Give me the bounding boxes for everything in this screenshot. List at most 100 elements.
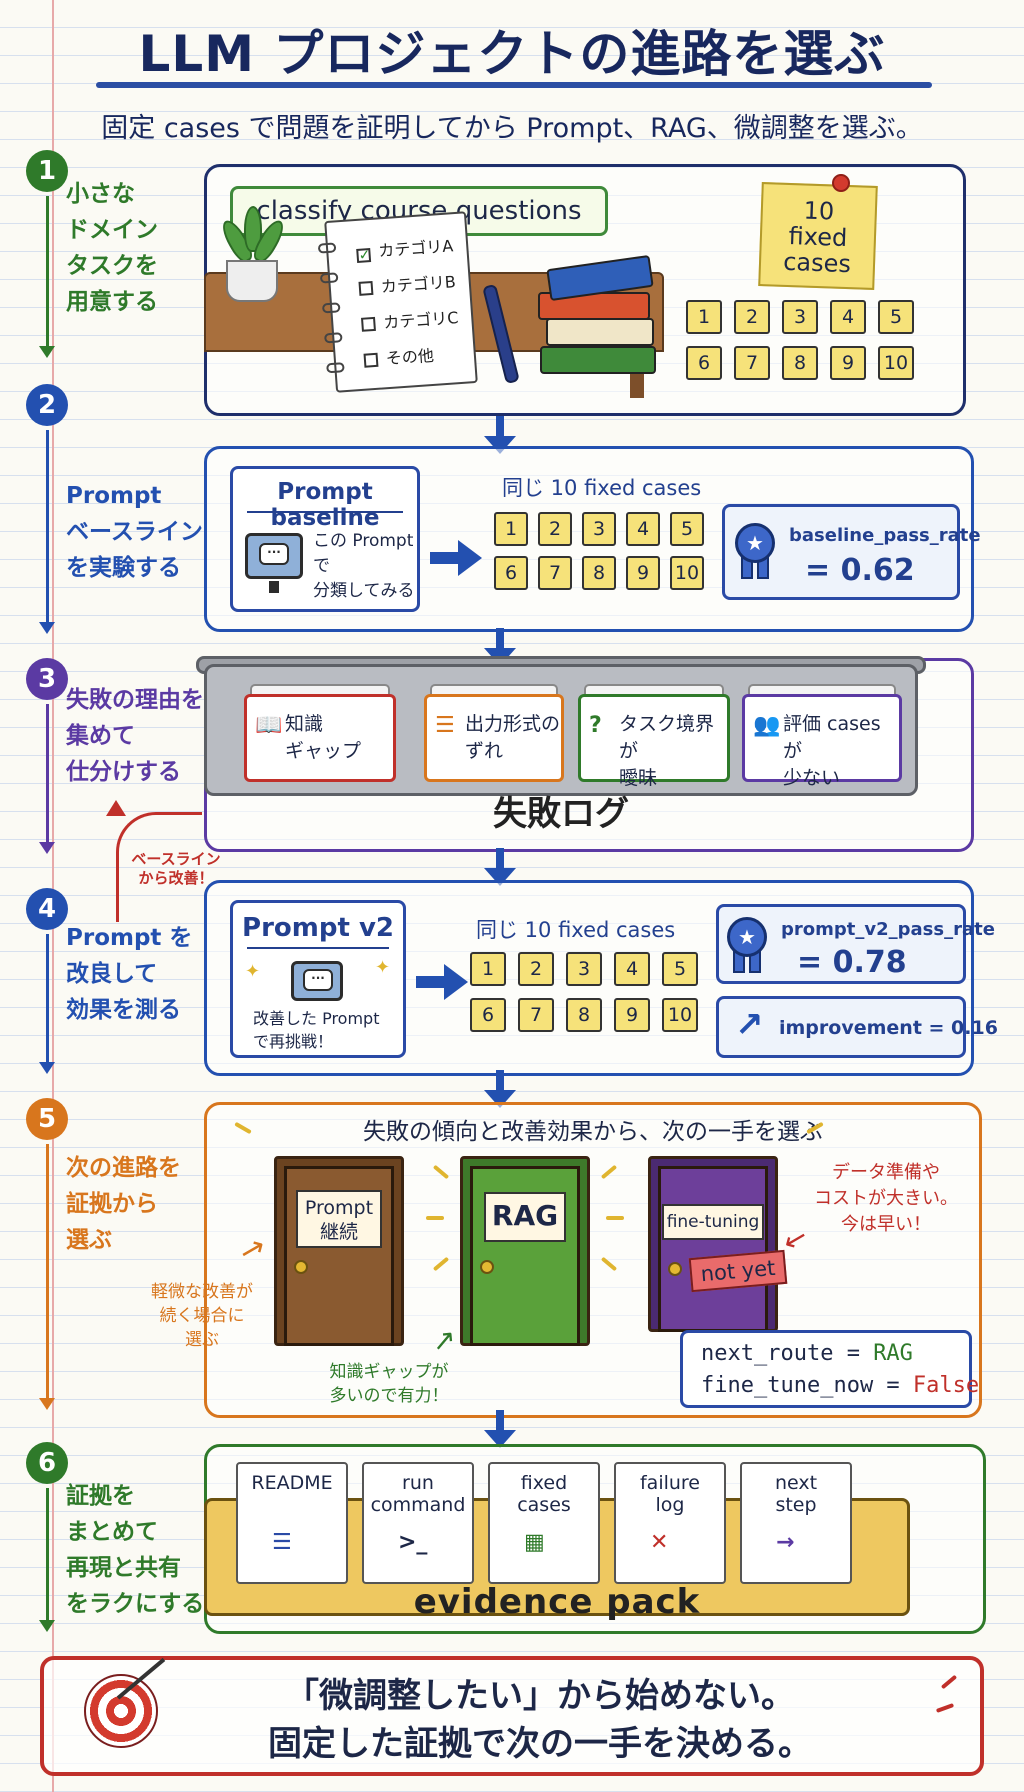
- sticky-note: 10 fixed cases: [758, 182, 878, 290]
- award-rosette-icon: [727, 917, 767, 957]
- notebook-ring: [326, 362, 345, 374]
- case-cell: 10: [670, 556, 704, 590]
- step-4-badge: 4: [26, 888, 68, 930]
- improvement-note: ベースライン から改善！: [131, 850, 221, 887]
- step-5-label: 次の進路を 証拠から 選ぶ: [66, 1155, 181, 1253]
- conclusion-banner: [40, 1656, 984, 1776]
- curved-arrow-icon: [116, 812, 202, 922]
- card-underline: [247, 947, 389, 949]
- document-title: fixed cases: [517, 1472, 571, 1516]
- notebook-ring: [321, 302, 341, 314]
- evidence-pack-label: evidence pack: [413, 1582, 701, 1622]
- prompt-v2-card: Prompt v2 ✦ ✦ ··· 改善した Prompt で再挑戦！: [230, 900, 406, 1058]
- case-cell: 5: [662, 952, 698, 986]
- checked-box-icon: ✓: [356, 247, 372, 264]
- metric-name: prompt_v2_pass_rate: [781, 919, 995, 940]
- door-sign: Prompt 継続: [296, 1190, 382, 1248]
- case-cell: 1: [686, 300, 722, 334]
- question-icon: ?: [589, 713, 602, 738]
- card-underline: [247, 511, 403, 513]
- case-cell: 9: [614, 998, 650, 1032]
- banner-line-2: 固定した証拠で次の一手を決める。: [268, 1724, 812, 1764]
- step-3-label: 失敗の理由を 集めて 仕分けする: [66, 687, 204, 785]
- case-cell: 6: [470, 998, 506, 1032]
- case-cell: 3: [566, 952, 602, 986]
- checklist-item: ✓カテゴリA: [356, 236, 454, 264]
- failure-category-card: 👥評価 cases が 少ない: [742, 694, 902, 789]
- door-sign: RAG: [484, 1192, 566, 1242]
- case-cell: 8: [782, 346, 818, 380]
- decision-code-box: next_route = RAG fine_tune_now = False: [680, 1330, 979, 1408]
- evidence-document: next step→: [740, 1462, 852, 1584]
- case-cell: 5: [670, 512, 704, 546]
- case-cell: 2: [518, 952, 554, 986]
- case-cell: 6: [494, 556, 528, 590]
- right-arrow-icon: [430, 540, 482, 576]
- failure-category-card: 📖知識 ギャップ: [244, 694, 396, 782]
- document-title: next step: [774, 1472, 818, 1516]
- checklist-notebook: ✓カテゴリA カテゴリB カテゴリC その他: [317, 211, 478, 393]
- door-sign: fine-tuning: [662, 1204, 764, 1240]
- monitor-stand: [269, 581, 279, 593]
- door-knob: [668, 1262, 682, 1276]
- prompt-route-note: 軽微な改善が 続く場合に 選ぶ: [151, 1282, 253, 1350]
- notebook-ring: [324, 332, 343, 344]
- category-text: 出力形式の ずれ: [465, 713, 561, 762]
- case-cell: 7: [518, 998, 554, 1032]
- code-line: fine_tune_now = False: [701, 1373, 980, 1398]
- case-cell: 10: [662, 998, 698, 1032]
- case-cell: 8: [582, 556, 616, 590]
- page-subtitle: 固定 cases で問題を証明してから Prompt、RAG、微調整を選ぶ。: [101, 113, 923, 144]
- checklist-item: カテゴリB: [358, 268, 456, 299]
- cases-label: 同じ 10 fixed cases: [476, 918, 676, 942]
- step-5-line: [39, 1144, 55, 1410]
- evidence-document: README ☰: [236, 1462, 348, 1584]
- document-title: run command: [370, 1472, 466, 1516]
- improvement-card: ↗ improvement = 0.16: [716, 996, 998, 1058]
- failure-category-card: ?タスク境界が 曖昧: [578, 694, 730, 789]
- failure-category-card: ☰出力形式の ずれ: [424, 694, 564, 782]
- sparkle-icon: ✦: [375, 957, 391, 978]
- card-text: 改善した Prompt で再挑戦！: [253, 1009, 380, 1051]
- step-2-badge: 2: [26, 384, 68, 426]
- sparkle-icon: ✦: [245, 961, 261, 982]
- baseline-metric-card: baseline_pass_rate = 0.62: [722, 504, 981, 600]
- page-title: LLM プロジェクトの進路を選ぶ: [138, 25, 886, 83]
- evidence-document: run command>_: [362, 1462, 474, 1584]
- document-icon: ☰: [272, 1530, 292, 1555]
- step-3-line: [39, 704, 55, 854]
- category-text: 知識 ギャップ: [285, 713, 362, 762]
- case-cell: 3: [582, 512, 616, 546]
- chat-bubble-icon: ···: [259, 543, 289, 565]
- fine-tuning-note: データ準備や コストが大きい。 今は早い！: [814, 1162, 958, 1235]
- checkbox-icon: [363, 352, 379, 368]
- people-icon: 👥: [753, 713, 781, 738]
- card-text: この Prompt で 分類してみる: [313, 531, 415, 601]
- award-rosette-icon: [735, 523, 775, 563]
- v2-metric-card: prompt_v2_pass_rate = 0.78: [716, 904, 995, 984]
- fine-tuning-door: [658, 1166, 768, 1332]
- case-cell: 5: [878, 300, 914, 334]
- target-icon: [84, 1674, 158, 1748]
- book-icon: [540, 346, 656, 374]
- case-cell: 2: [538, 512, 572, 546]
- cases-label: 同じ 10 fixed cases: [502, 476, 702, 500]
- card-title: Prompt v2: [242, 913, 394, 943]
- rag-route-note: 知識ギャップが 多いので有力！: [329, 1362, 449, 1406]
- step-6-label: 証拠を まとめて 再現と共有 をラクにする: [66, 1483, 205, 1617]
- metric-value: = 0.78: [797, 945, 907, 980]
- document-title: README: [251, 1472, 333, 1494]
- case-cell: 4: [830, 300, 866, 334]
- evidence-document: failure log✕: [614, 1462, 726, 1584]
- checklist-item: その他: [363, 342, 435, 371]
- route-heading: 失敗の傾向と改善効果から、次の一手を選ぶ: [363, 1119, 823, 1145]
- step-1-label: 小さな ドメイン タスクを 用意する: [66, 181, 158, 315]
- notebook-ring: [319, 272, 339, 284]
- case-cell: 2: [734, 300, 770, 334]
- case-cell: 6: [686, 346, 722, 380]
- evidence-document: fixed cases▦: [488, 1462, 600, 1584]
- door-knob: [294, 1260, 308, 1274]
- case-cell: 4: [614, 952, 650, 986]
- prompt-baseline-card: Prompt baseline ··· この Prompt で 分類してみる: [230, 466, 420, 612]
- tray-label: 失敗ログ: [493, 794, 629, 834]
